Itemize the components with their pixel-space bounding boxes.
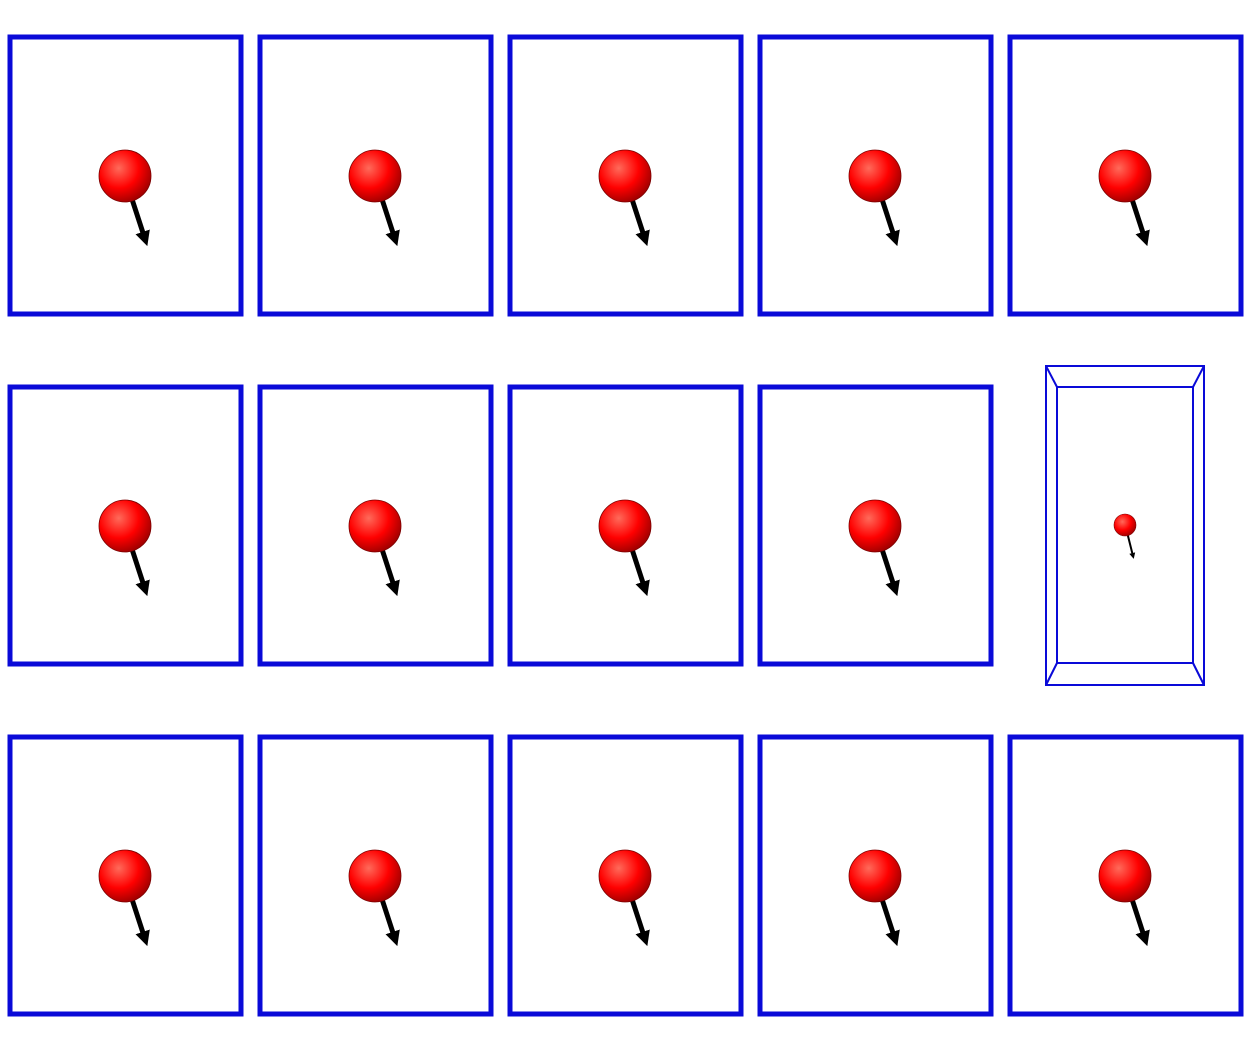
red-sphere-icon xyxy=(848,149,902,203)
red-sphere-icon xyxy=(848,499,902,553)
red-sphere-icon xyxy=(598,149,652,203)
panel-2-3 xyxy=(507,384,744,667)
container-frame xyxy=(757,34,994,317)
panel-1-3 xyxy=(507,34,744,317)
box-depth-edge xyxy=(1045,662,1058,686)
panel-1-2 xyxy=(257,34,494,317)
red-sphere-icon xyxy=(1113,513,1137,537)
panel-3-2 xyxy=(257,734,494,1017)
panel-2-1 xyxy=(7,384,244,667)
panel-3-3 xyxy=(507,734,744,1017)
panel-3-1 xyxy=(7,734,244,1017)
container-frame xyxy=(7,734,244,1017)
red-sphere-icon xyxy=(598,849,652,903)
container-frame xyxy=(257,384,494,667)
container-frame xyxy=(507,34,744,317)
red-sphere-icon xyxy=(1098,149,1152,203)
container-frame xyxy=(257,34,494,317)
box-outer-frame xyxy=(1045,365,1205,686)
container-frame xyxy=(7,34,244,317)
panel-2-5 xyxy=(1045,365,1205,686)
panel-3-4 xyxy=(757,734,994,1017)
red-sphere-icon xyxy=(98,849,152,903)
velocity-arrow-icon xyxy=(1126,531,1136,559)
red-sphere-icon xyxy=(1098,849,1152,903)
box-depth-edge xyxy=(1192,662,1205,686)
container-frame xyxy=(757,384,994,667)
panel-2-4 xyxy=(757,384,994,667)
container-frame xyxy=(1007,34,1244,317)
red-sphere-icon xyxy=(598,499,652,553)
panel-1-4 xyxy=(757,34,994,317)
panel-1-5 xyxy=(1007,34,1244,317)
red-sphere-icon xyxy=(98,149,152,203)
panel-3-5 xyxy=(1007,734,1244,1017)
box-depth-edge xyxy=(1045,365,1058,388)
container-frame xyxy=(7,384,244,667)
box-depth-edge xyxy=(1192,365,1205,388)
red-sphere-icon xyxy=(348,149,402,203)
box-inner-frame xyxy=(1056,386,1194,664)
panel-1-1 xyxy=(7,34,244,317)
container-frame xyxy=(757,734,994,1017)
container-frame xyxy=(507,734,744,1017)
red-sphere-icon xyxy=(348,499,402,553)
container-frame xyxy=(1007,734,1244,1017)
red-sphere-icon xyxy=(848,849,902,903)
container-frame xyxy=(507,384,744,667)
red-sphere-icon xyxy=(98,499,152,553)
panel-2-2 xyxy=(257,384,494,667)
red-sphere-icon xyxy=(348,849,402,903)
container-frame xyxy=(257,734,494,1017)
